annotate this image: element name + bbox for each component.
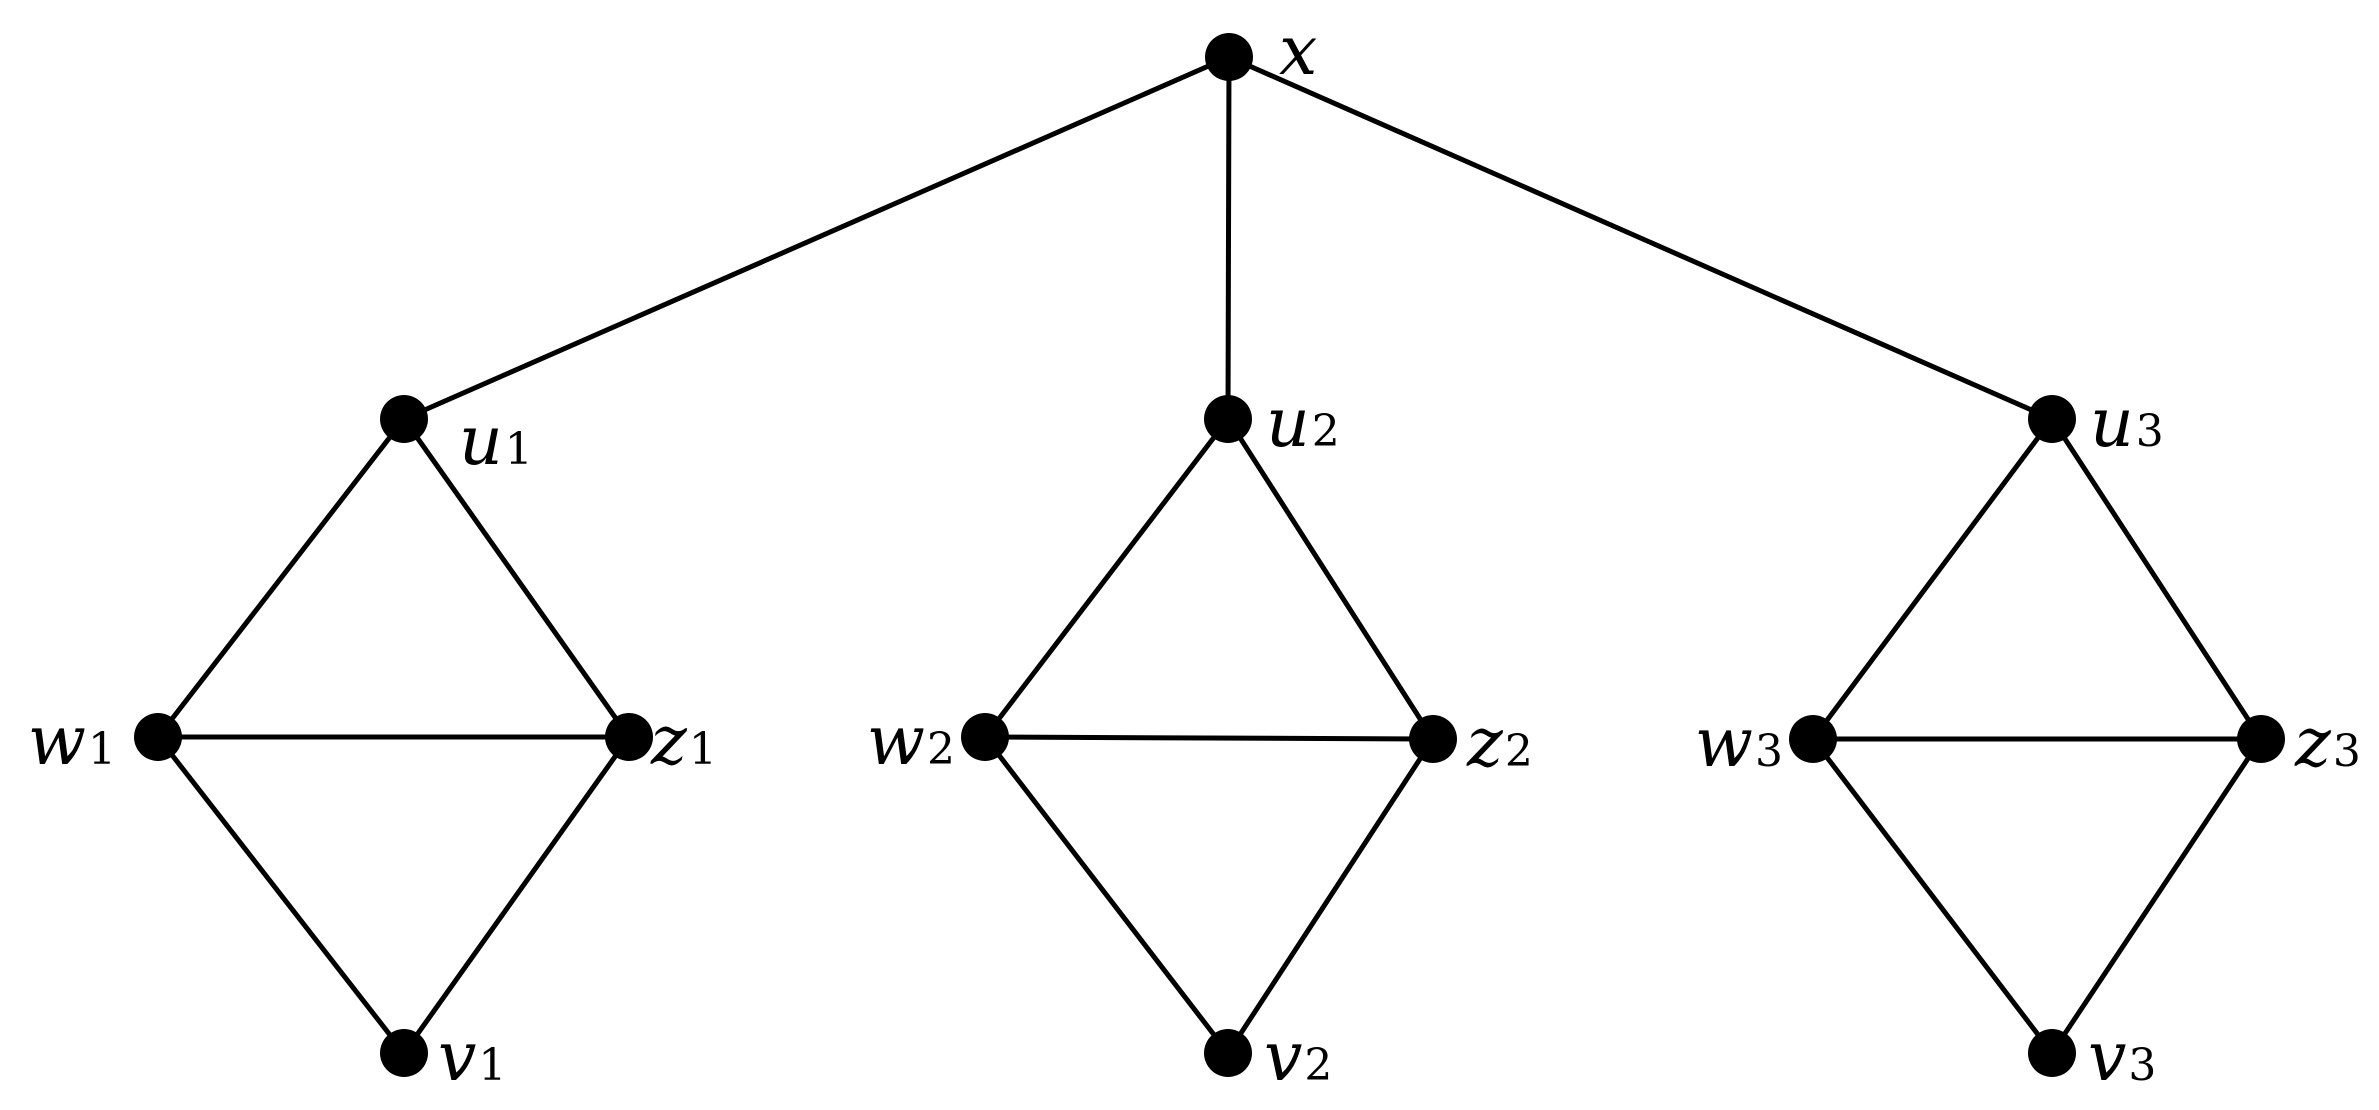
node-w3 xyxy=(1789,715,1837,763)
label-v2: v2 xyxy=(1264,1018,1332,1097)
edges-layer xyxy=(155,54,2264,1056)
node-z2 xyxy=(1409,715,1457,763)
labels-layer: x u1 u2 u3 w1 z1 v1 w2 z2 v2 w3 z3 v3 xyxy=(28,12,2361,1097)
node-v1 xyxy=(380,1029,428,1077)
label-u1: u1 xyxy=(459,402,533,481)
label-w3: w3 xyxy=(1695,704,1783,783)
edge-x-u3 xyxy=(1226,54,2055,422)
edge-w3-v3 xyxy=(1810,736,2055,1056)
edge-u1-z1 xyxy=(401,416,632,740)
edge-u3-z3 xyxy=(2049,416,2264,742)
node-u3 xyxy=(2028,395,2076,443)
edge-x-u2 xyxy=(1225,54,1232,422)
node-z3 xyxy=(2237,715,2285,763)
label-x: x xyxy=(1279,12,1317,91)
label-v1: v1 xyxy=(438,1018,506,1097)
node-w1 xyxy=(134,713,182,761)
node-w2 xyxy=(961,713,1009,761)
edge-u1-w1 xyxy=(155,416,407,740)
label-v3: v3 xyxy=(2088,1018,2156,1097)
label-z2: z2 xyxy=(1466,704,1533,783)
label-u2: u2 xyxy=(1266,384,1340,463)
node-u1 xyxy=(380,395,428,443)
edge-z1-v1 xyxy=(401,734,632,1056)
node-u2 xyxy=(1204,395,1252,443)
label-u3: u3 xyxy=(2090,384,2164,463)
edge-u3-w3 xyxy=(1810,416,2055,742)
node-v3 xyxy=(2028,1029,2076,1077)
node-x xyxy=(1205,33,1253,81)
edge-z2-v2 xyxy=(1225,736,1436,1056)
edge-x-u1 xyxy=(401,54,1232,422)
edge-u2-z2 xyxy=(1225,416,1436,742)
edge-u2-w2 xyxy=(982,416,1231,740)
node-z1 xyxy=(605,713,653,761)
edge-w2-v2 xyxy=(982,734,1231,1056)
label-w2: w2 xyxy=(867,702,955,781)
label-z1: z1 xyxy=(650,702,717,781)
nodes-layer xyxy=(134,33,2285,1077)
label-z3: z3 xyxy=(2294,704,2361,783)
node-v2 xyxy=(1204,1029,1252,1077)
edge-z3-v3 xyxy=(2049,736,2264,1056)
edge-w1-v1 xyxy=(155,734,407,1056)
edge-w2-z2 xyxy=(982,734,1436,742)
label-w1: w1 xyxy=(28,702,116,781)
